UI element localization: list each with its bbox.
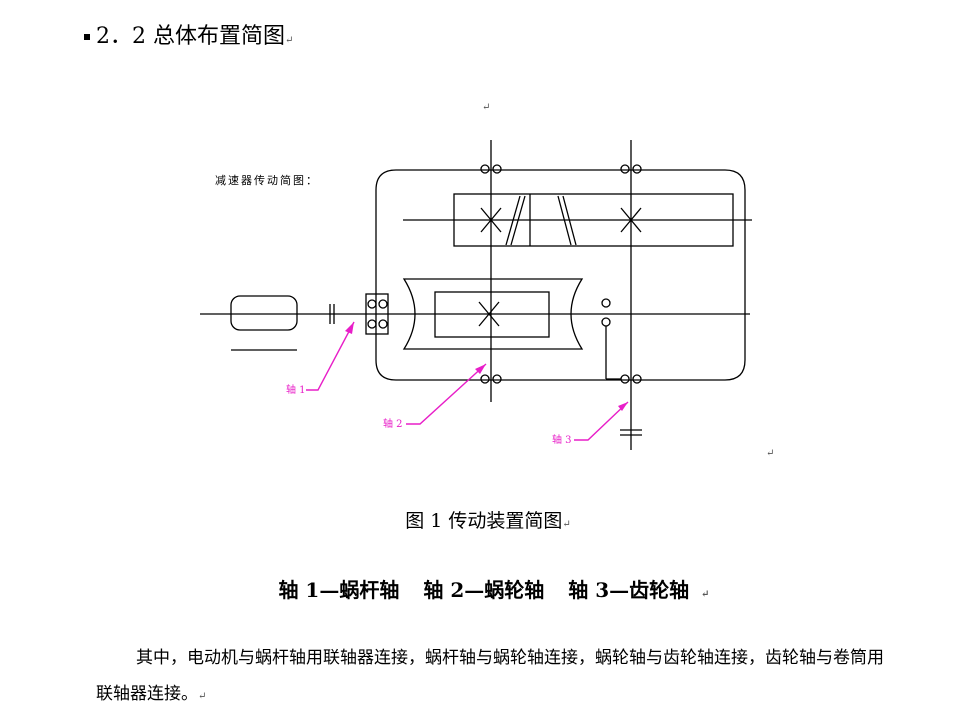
- label-shaft-2: 轴 2: [383, 417, 403, 430]
- bearing-ball: [620, 374, 630, 384]
- arrowhead-icon: [345, 322, 354, 334]
- bearing-ball: [492, 374, 502, 384]
- section-heading-text: 2．2 总体布置简图: [96, 24, 285, 49]
- bearing-ball: [492, 164, 502, 174]
- bearing-ball: [367, 299, 377, 309]
- paragraph-mark-icon: ↵: [482, 102, 491, 113]
- shaft-labels: 轴 1 轴 2 轴 3: [286, 383, 572, 446]
- gear-pair-box: [453, 193, 734, 247]
- bearing-ball: [632, 374, 642, 384]
- bearing-ball: [601, 317, 611, 327]
- helical-gear-line: [505, 195, 521, 246]
- paragraph-mark-icon: ↵: [285, 35, 294, 46]
- label-shaft-3: 轴 3: [552, 433, 572, 446]
- leader-shaft-3: [574, 401, 629, 441]
- paragraph-mark-icon: ↵: [198, 691, 207, 702]
- legend-item: 轴 2—蜗轮轴: [423, 578, 545, 602]
- shaft-1-bearing: [365, 293, 389, 335]
- legend-item: 轴 3—齿轮轴: [568, 578, 690, 602]
- bearing-ball: [601, 298, 611, 308]
- paragraph-mark-icon: ↵: [562, 519, 571, 530]
- diagram-lines: [200, 140, 752, 450]
- legend-item: 轴 1—蜗杆轴: [278, 578, 400, 602]
- helical-gear-line: [557, 195, 572, 246]
- arrowhead-icon: [475, 364, 486, 374]
- bearing-ball: [367, 319, 377, 329]
- bearing-ball: [378, 299, 388, 309]
- label-shaft-1: 轴 1: [286, 383, 306, 396]
- label-leaders: [306, 321, 629, 441]
- shaft-legend: 轴 1—蜗杆轴轴 2—蜗轮轴轴 3—齿轮轴 ↵: [0, 574, 976, 603]
- helical-gear-line: [510, 195, 526, 246]
- bearing-ball: [480, 164, 490, 174]
- bearing-ball: [480, 374, 490, 384]
- paragraph-mark-icon: ↵: [701, 589, 710, 600]
- worm-outline: [402, 278, 584, 350]
- paragraph-mark-icon: ↵: [766, 448, 775, 459]
- leader-arrowheads: [345, 322, 628, 411]
- motor-body: [230, 295, 298, 331]
- leader-shaft-1: [306, 321, 355, 391]
- body-paragraph-text: 其中，电动机与蜗杆轴用联轴器连接，蜗杆轴与蜗轮轴连接，蜗轮轴与齿轮轴连接，齿轮轴…: [96, 648, 884, 704]
- arrowhead-icon: [618, 402, 628, 411]
- body-paragraph: 其中，电动机与蜗杆轴用联轴器连接，蜗杆轴与蜗轮轴连接，蜗轮轴与齿轮轴连接，齿轮轴…: [96, 640, 886, 715]
- bearing-ball: [632, 164, 642, 174]
- helical-gear-line: [562, 195, 577, 246]
- gear-cross: [478, 301, 500, 327]
- bearing-ball: [378, 319, 388, 329]
- bearing-ball: [620, 164, 630, 174]
- figure-caption-text: 图 1 传动装置简图: [405, 510, 563, 532]
- list-bullet-icon: [84, 34, 90, 40]
- section-heading: 2．2 总体布置简图↵: [84, 22, 293, 56]
- diagram-title: 减速器传动简图：: [215, 173, 319, 187]
- figure-caption: 图 1 传动装置简图↵: [0, 506, 976, 533]
- leader-shaft-2: [406, 363, 487, 425]
- reducer-housing: [375, 169, 746, 381]
- worm-gear-block: [434, 291, 550, 338]
